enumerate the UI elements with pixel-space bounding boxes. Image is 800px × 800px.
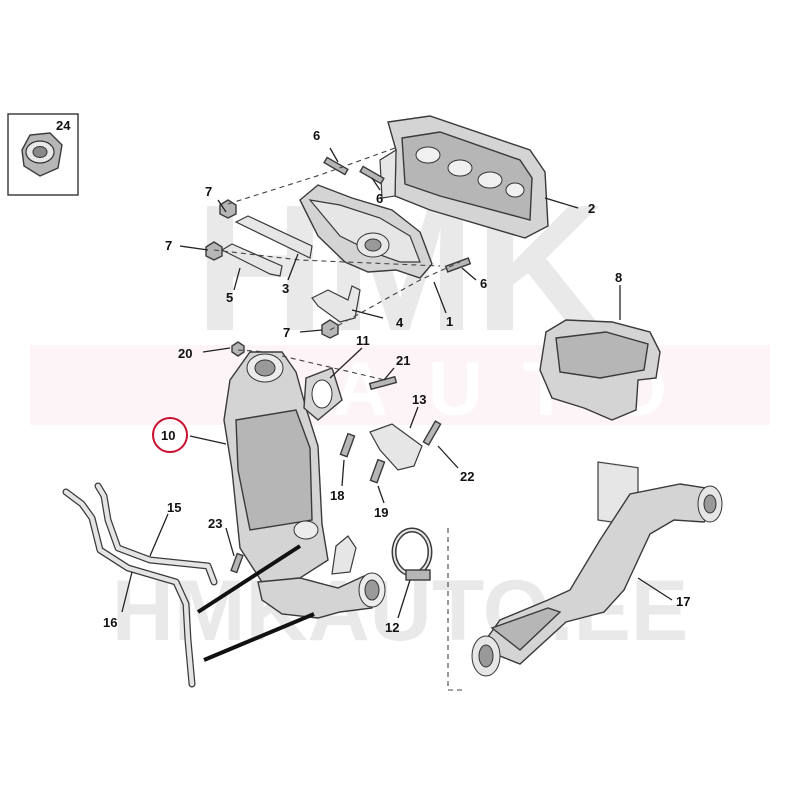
part-11-gasket xyxy=(303,367,343,421)
part-10-catalytic-converter xyxy=(223,351,386,619)
callout-3[interactable]: 3 xyxy=(282,281,289,296)
nuts-7 xyxy=(205,199,339,339)
callout-13[interactable]: 13 xyxy=(412,392,426,407)
part-3-gasket xyxy=(234,215,313,259)
part-12-clamp xyxy=(391,527,433,581)
callout-10[interactable]: 10 xyxy=(161,428,175,443)
leader-lines xyxy=(121,147,673,662)
callout-6b[interactable]: 6 xyxy=(376,191,383,206)
callout-1[interactable]: 1 xyxy=(446,314,453,329)
part-15-pipe xyxy=(94,482,218,586)
callout-labels: 24 6 6 6 2 7 7 7 5 3 4 1 8 20 11 21 10 1… xyxy=(56,118,690,635)
part-4-bracket xyxy=(311,285,361,323)
part-8-heat-shield xyxy=(539,319,661,527)
part-17-downpipe xyxy=(471,483,723,677)
assembly-lines xyxy=(213,147,462,691)
callout-2[interactable]: 2 xyxy=(588,201,595,216)
callout-19[interactable]: 19 xyxy=(374,505,388,520)
callout-7a[interactable]: 7 xyxy=(205,184,212,199)
callout-15[interactable]: 15 xyxy=(167,500,181,515)
callout-20[interactable]: 20 xyxy=(178,346,192,361)
callout-18[interactable]: 18 xyxy=(330,488,344,503)
callout-17[interactable]: 17 xyxy=(676,594,690,609)
studs-6 xyxy=(323,156,472,273)
callout-12[interactable]: 12 xyxy=(385,620,399,635)
highlight-circle xyxy=(152,417,188,453)
callout-23[interactable]: 23 xyxy=(208,516,222,531)
part-16-pipe xyxy=(62,488,196,688)
callout-21[interactable]: 21 xyxy=(396,353,410,368)
callout-6a[interactable]: 6 xyxy=(313,128,320,143)
bolts xyxy=(230,341,442,574)
part-24-inset xyxy=(7,113,79,196)
part-5-bracket xyxy=(220,243,283,277)
part-13-bracket xyxy=(369,423,423,471)
callout-5[interactable]: 5 xyxy=(226,290,233,305)
callout-22[interactable]: 22 xyxy=(460,469,474,484)
callout-16[interactable]: 16 xyxy=(103,615,117,630)
callout-7b[interactable]: 7 xyxy=(165,238,172,253)
callout-4[interactable]: 4 xyxy=(396,315,404,330)
callout-24[interactable]: 24 xyxy=(56,118,71,133)
callout-8[interactable]: 8 xyxy=(615,270,622,285)
callout-6c[interactable]: 6 xyxy=(480,276,487,291)
callout-7c[interactable]: 7 xyxy=(283,325,290,340)
part-1-exhaust-manifold xyxy=(299,184,433,279)
callout-11[interactable]: 11 xyxy=(356,333,370,348)
part-2-heat-shield xyxy=(379,115,549,239)
